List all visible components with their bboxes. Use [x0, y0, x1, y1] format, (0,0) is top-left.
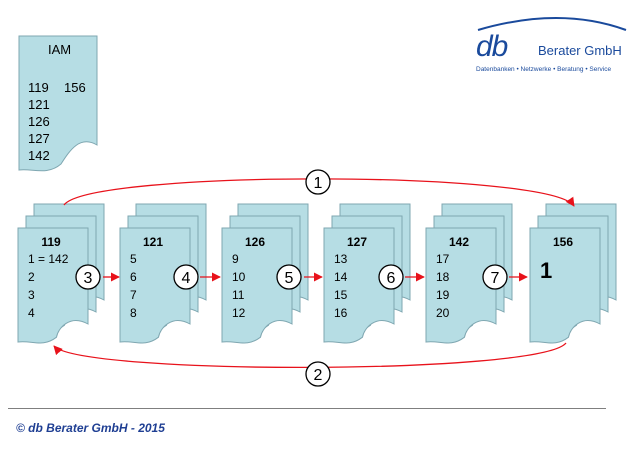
- copyright: © db Berater GmbH - 2015: [16, 421, 165, 435]
- page-row: 20: [436, 306, 450, 320]
- page-front: [221, 227, 293, 344]
- page-front: [119, 227, 191, 344]
- page-stack-142: 142 17 18 19 20: [425, 203, 513, 344]
- iam-entry: 119: [28, 80, 49, 95]
- page-front: [323, 227, 395, 344]
- page-front: [425, 227, 497, 344]
- page-row: 10: [232, 270, 246, 284]
- page-row: 8: [130, 306, 137, 320]
- page-row: 1 = 142: [28, 252, 69, 266]
- page-front: [529, 227, 601, 344]
- arrow-156-to-119: [53, 342, 567, 369]
- step-marker: 7: [482, 264, 508, 290]
- step-marker: 4: [173, 264, 199, 290]
- page-row: 19: [436, 288, 450, 302]
- iam-page-shape: [18, 35, 98, 172]
- step-markers: 1 2 3 4 5 6 7: [75, 169, 508, 387]
- page-stack-119: 119 1 = 142 2 3 4: [17, 203, 105, 344]
- page-id: 119: [41, 235, 61, 249]
- page-row: 18: [436, 270, 450, 284]
- page-row: 5: [130, 252, 137, 266]
- page-row: 13: [334, 252, 348, 266]
- page-row: 12: [232, 306, 246, 320]
- step-number: 4: [182, 270, 191, 287]
- page-row: 9: [232, 252, 239, 266]
- step-marker: 2: [305, 361, 331, 387]
- page-row: 2: [28, 270, 35, 284]
- page-front: [17, 227, 89, 344]
- page-row: 16: [334, 306, 348, 320]
- step-number: 5: [285, 270, 294, 287]
- iam-entry: 126: [28, 114, 50, 129]
- step-marker: 5: [276, 264, 302, 290]
- logo-mark: db: [476, 30, 508, 63]
- page-stack-127: 127 13 14 15 16: [323, 203, 411, 344]
- page-row: 17: [436, 252, 450, 266]
- iam-entry: 127: [28, 131, 50, 146]
- logo-name: Berater GmbH: [538, 43, 622, 58]
- page-stack-126: 126 9 10 11 12: [221, 203, 309, 344]
- step-number: 1: [314, 175, 323, 192]
- page-row: 14: [334, 270, 348, 284]
- page-stack-121: 121 5 6 7 8: [119, 203, 207, 344]
- step-marker: 1: [305, 169, 331, 195]
- step-number: 2: [314, 367, 323, 384]
- page-row: 11: [232, 288, 245, 302]
- page-big-value: 1: [540, 258, 552, 283]
- step-number: 3: [84, 270, 93, 287]
- logo-swoosh: [477, 17, 627, 31]
- iam-title: IAM: [48, 42, 71, 57]
- iam-page: IAM 119 156 121 126 127 142: [18, 35, 98, 172]
- page-row: 15: [334, 288, 348, 302]
- step-number: 7: [491, 270, 500, 287]
- page-id: 121: [143, 235, 163, 249]
- page-id: 142: [449, 235, 469, 249]
- logo-tagline: Datenbanken • Netzwerke • Beratung • Ser…: [476, 66, 611, 73]
- page-id: 126: [245, 235, 265, 249]
- page-row: 4: [28, 306, 35, 320]
- page-id: 156: [553, 235, 573, 249]
- iam-extra-entry: 156: [64, 80, 86, 95]
- page-id: 127: [347, 235, 367, 249]
- iam-entry: 121: [28, 97, 50, 112]
- footer-divider: [8, 408, 606, 409]
- step-number: 6: [387, 270, 396, 287]
- page-row: 3: [28, 288, 35, 302]
- page-row: 6: [130, 270, 137, 284]
- step-marker: 6: [378, 264, 404, 290]
- iam-entry: 142: [28, 148, 50, 163]
- company-logo: db Berater GmbH Datenbanken • Netzwerke …: [476, 17, 627, 73]
- page-row: 7: [130, 288, 137, 302]
- step-marker: 3: [75, 264, 101, 290]
